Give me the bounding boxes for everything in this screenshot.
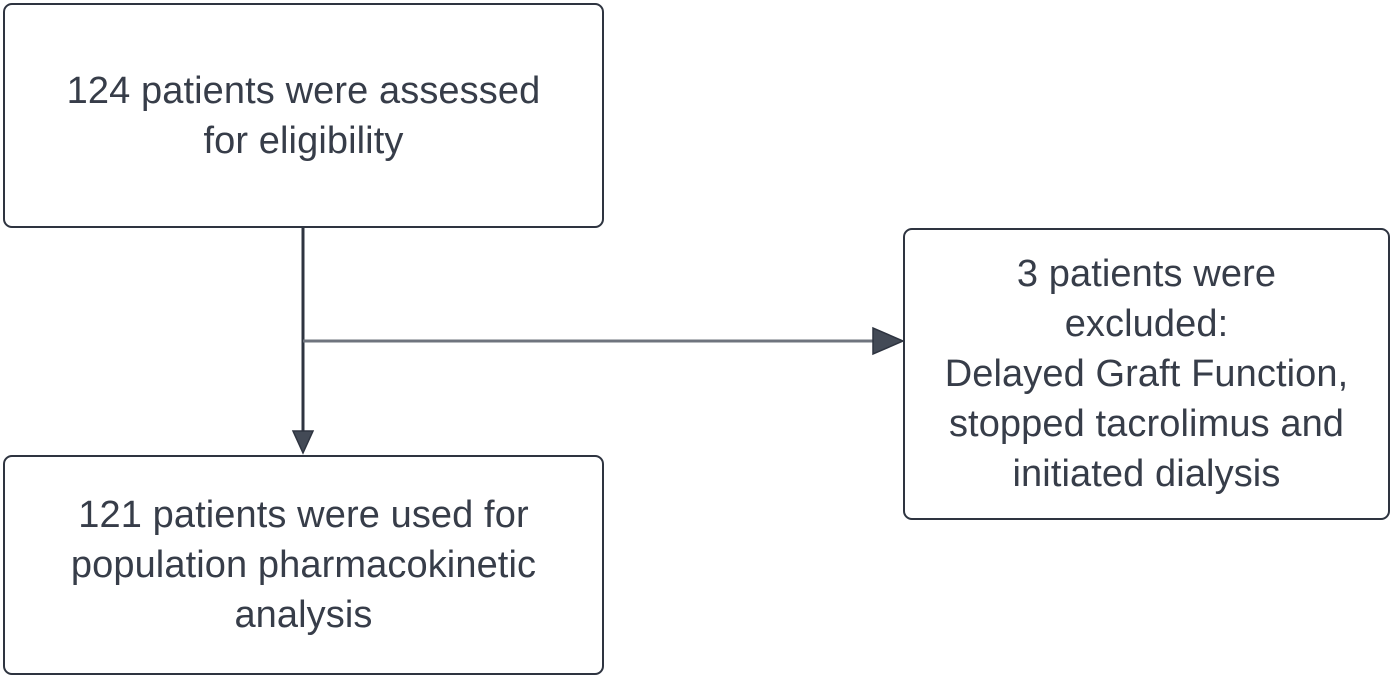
arrowhead-down-icon xyxy=(291,430,315,455)
node-assessed-for-eligibility[interactable]: 124 patients were assessed for eligibili… xyxy=(3,3,604,228)
node-population-pk-analysis[interactable]: 121 patients were used for population ph… xyxy=(3,455,604,675)
node-patients-excluded[interactable]: 3 patients were excluded: Delayed Graft … xyxy=(903,228,1390,520)
node-assessed-label: 124 patients were assessed for eligibili… xyxy=(66,69,541,162)
node-excluded-label: 3 patients were excluded: Delayed Graft … xyxy=(944,253,1349,495)
node-analysis-label: 121 patients were used for population ph… xyxy=(70,494,537,636)
arrowhead-right-icon xyxy=(872,326,905,356)
